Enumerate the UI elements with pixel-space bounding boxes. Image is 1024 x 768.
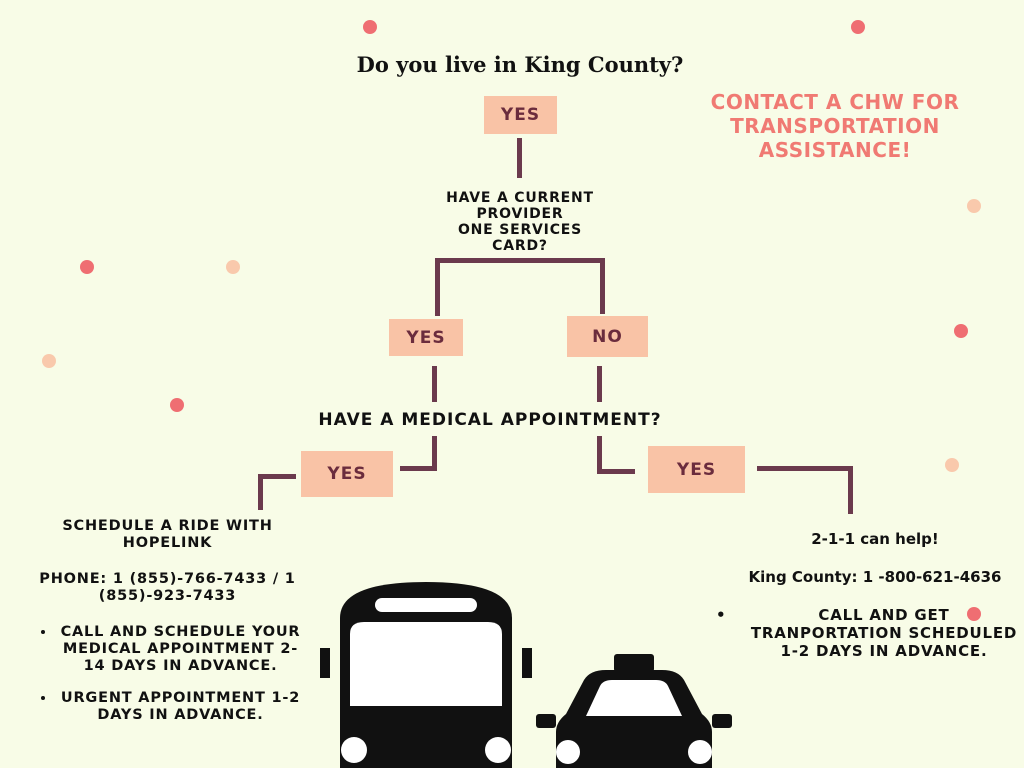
decor-dot xyxy=(42,354,56,368)
connector-line xyxy=(435,258,440,316)
connector-line xyxy=(848,466,853,514)
cta-text: CONTACT A CHW FOR TRANSPORTATION ASSISTA… xyxy=(710,90,960,162)
hopelink-phone: PHONE: 1 (855)-766-7433 / 1 (855)-923-74… xyxy=(39,570,296,605)
connector-line xyxy=(400,466,437,471)
list-item: CALL AND GET TRANPORTATION SCHEDULED 1-2… xyxy=(716,606,1020,660)
connector-line xyxy=(597,366,602,402)
bus-icon xyxy=(320,582,532,768)
connector-line xyxy=(258,474,263,510)
decor-dot xyxy=(967,199,981,213)
connector-line xyxy=(600,258,605,314)
list-item: URGENT APPOINTMENT 1-2 DAYS IN ADVANCE. xyxy=(56,690,305,725)
decor-dot xyxy=(945,458,959,472)
connector-line xyxy=(597,436,602,474)
hopelink-bullets: CALL AND SCHEDULE YOUR MEDICAL APPOINTME… xyxy=(30,624,305,725)
list-item: CALL AND SCHEDULE YOUR MEDICAL APPOINTME… xyxy=(56,624,305,676)
connector-line xyxy=(258,474,296,479)
yes-box-left: YES xyxy=(301,451,393,497)
211-phone: King County: 1 -800-621-4636 xyxy=(748,568,1002,586)
decor-dot xyxy=(80,260,94,274)
question-provider-card: HAVE A CURRENT PROVIDER ONE SERVICES CAR… xyxy=(446,190,594,255)
question-medical-appointment: HAVE A MEDICAL APPOINTMENT? xyxy=(318,410,662,430)
decor-dot xyxy=(954,324,968,338)
hopelink-heading: SCHEDULE A RIDE WITH HOPELINK xyxy=(62,518,273,552)
yes-box-card: YES xyxy=(389,319,463,356)
yes-box-top: YES xyxy=(484,96,557,134)
decor-dot xyxy=(363,20,377,34)
connector-line xyxy=(432,366,437,402)
211-panel: 2-1-1 can help! King County: 1 -800-621-… xyxy=(716,530,1020,660)
211-bullets: CALL AND GET TRANPORTATION SCHEDULED 1-2… xyxy=(716,606,1020,660)
yes-box-right: YES xyxy=(648,446,745,493)
connector-line xyxy=(432,436,437,471)
connector-line xyxy=(597,469,635,474)
taxi-icon xyxy=(536,654,732,768)
211-heading: 2-1-1 can help! xyxy=(811,530,939,548)
connector-line xyxy=(435,258,605,263)
diagram-title: Do you live in King County? xyxy=(356,52,684,77)
decor-dot xyxy=(851,20,865,34)
connector-line xyxy=(517,138,522,178)
decor-dot xyxy=(170,398,184,412)
decor-dot xyxy=(226,260,240,274)
no-box-card: NO xyxy=(567,316,648,357)
hopelink-panel: SCHEDULE A RIDE WITH HOPELINK PHONE: 1 (… xyxy=(30,518,305,739)
connector-line xyxy=(757,466,853,471)
